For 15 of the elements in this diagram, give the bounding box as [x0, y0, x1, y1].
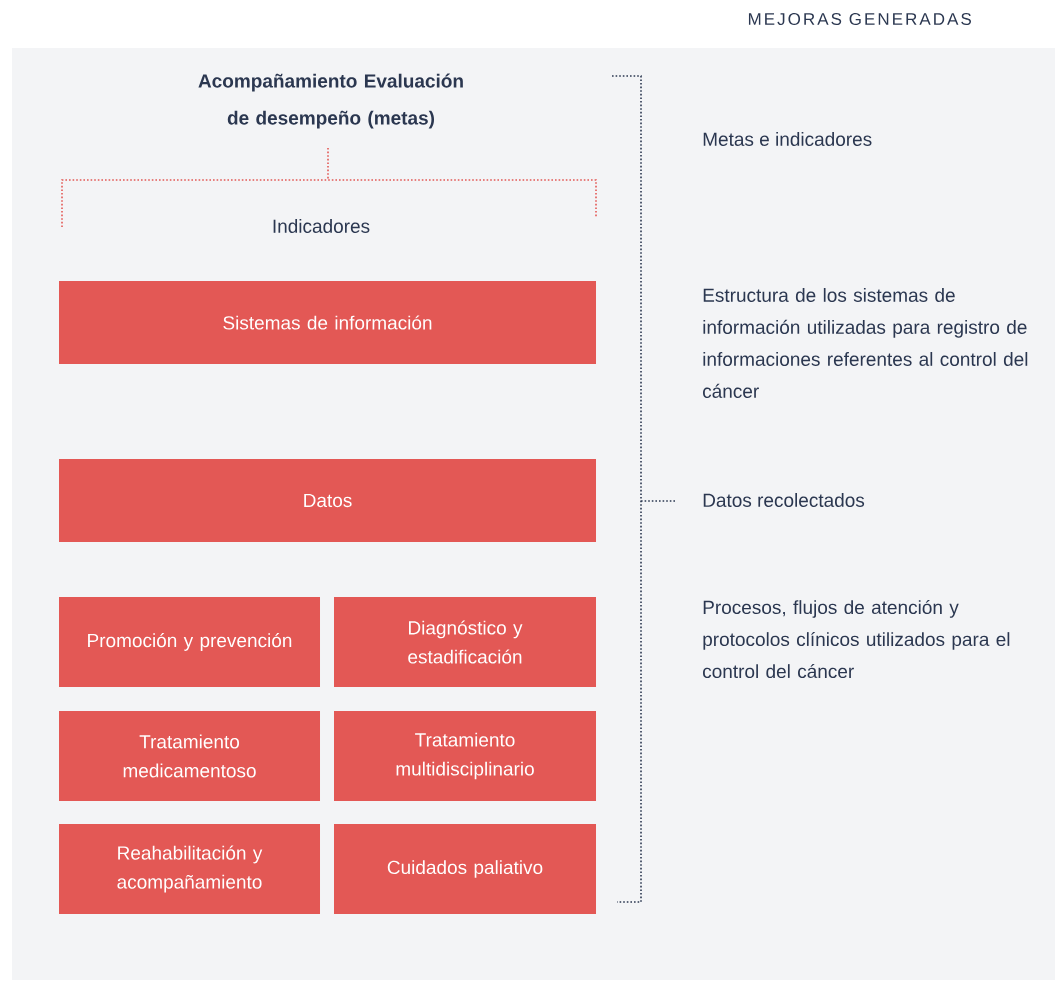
improvement-text: Metas e indicadores	[703, 132, 872, 146]
category-box: Sistemas de información	[59, 281, 596, 364]
category-box: Cuidados paliativo	[334, 824, 596, 914]
category-box: Reahabilitación y acompañamiento	[59, 824, 320, 914]
category-box: Tratamiento medicamentoso	[59, 711, 320, 801]
section-heading: Acompañamiento Evaluación de desempeño (metas)	[198, 73, 463, 129]
improvement-text: Procesos, flujos de atención y protocolos clínicos utilizados para el control del cáncer	[703, 599, 1010, 679]
category-box: Promoción y prevención	[59, 597, 320, 687]
section-label: Indicadores	[273, 219, 370, 233]
column-heading: MEJORAS GENERADAS	[748, 13, 971, 25]
category-box: Datos	[59, 459, 596, 542]
improvement-text: Estructura de los sistemas de información utilizadas para registro de informaciones referentes al control del cáncer	[703, 288, 1028, 398]
category-box: Diagnóstico y estadificación	[334, 597, 596, 687]
category-box: Tratamiento multidisciplinario	[334, 711, 596, 801]
improvement-text: Datos recolectados	[703, 493, 865, 507]
